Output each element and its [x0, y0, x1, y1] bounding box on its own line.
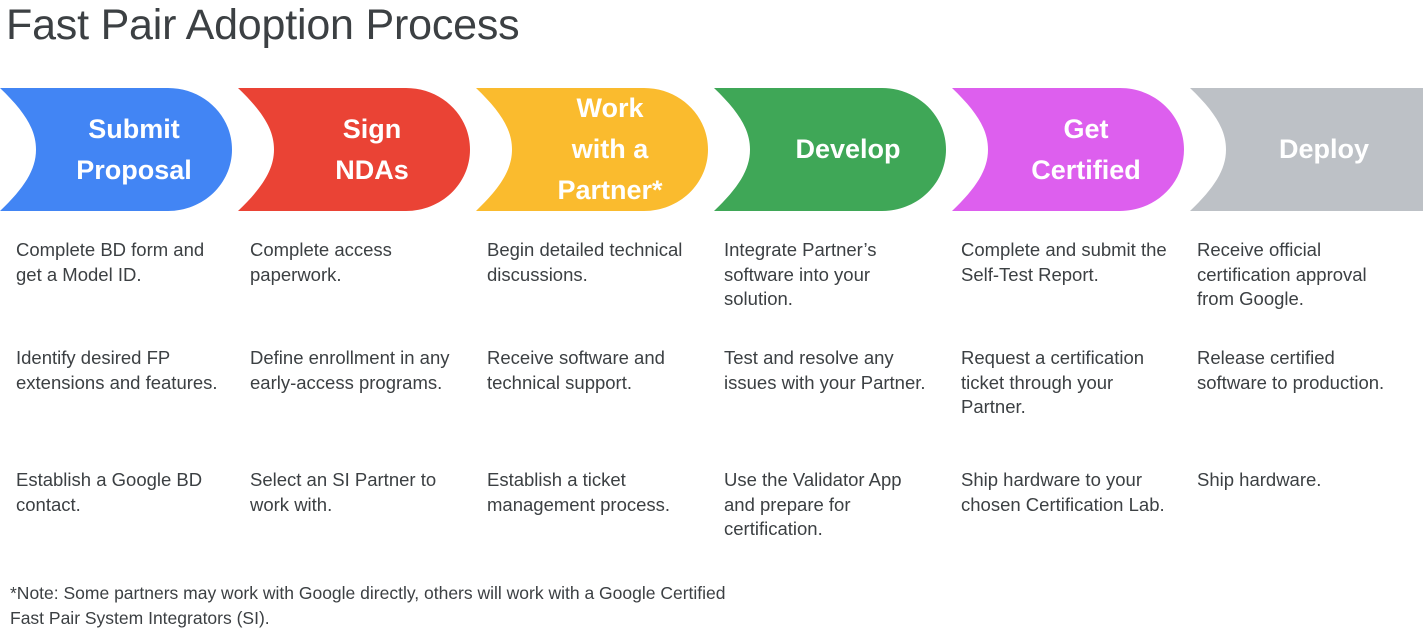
detail-item: Receive software and technical support. [487, 347, 665, 393]
page-title: Fast Pair Adoption Process [6, 1, 520, 49]
detail-item: Complete BD form and get a Model ID. [16, 239, 205, 285]
stage-shape-5 [1190, 88, 1423, 211]
process-banner [0, 88, 1423, 211]
process-detail-columns: Complete BD form and get a Model ID. Ide… [0, 238, 1423, 558]
detail-item: Receive official certification approval … [1197, 239, 1367, 310]
detail-item: Complete access paperwork. [250, 239, 392, 285]
detail-item: Establish a ticket management process. [487, 469, 671, 515]
stage-shape-0 [0, 88, 232, 211]
detail-item: Establish a Google BD contact. [16, 469, 203, 515]
detail-item: Select an SI Partner to work with. [250, 469, 437, 515]
detail-item: Integrate Partner’s software into your s… [724, 239, 877, 310]
detail-item: Identify desired FP extensions and featu… [16, 347, 218, 393]
stage-shape-1 [238, 88, 470, 211]
detail-item: Ship hardware to your chosen Certificati… [961, 469, 1165, 515]
stage-shape-3 [714, 88, 946, 211]
detail-item: Ship hardware. [1197, 469, 1322, 490]
stage-shape-4 [952, 88, 1184, 211]
detail-item: Test and resolve any issues with your Pa… [724, 347, 926, 393]
detail-item: Define enrollment in any early-access pr… [250, 347, 450, 393]
detail-item: Request a certification ticket through y… [961, 347, 1145, 418]
detail-item: Begin detailed technical discussions. [487, 239, 683, 285]
process-banner-shapes [0, 88, 1423, 211]
detail-item: Release certified software to production… [1197, 347, 1385, 393]
detail-item: Complete and submit the Self-Test Report… [961, 239, 1167, 285]
detail-item: Use the Validator App and prepare for ce… [724, 469, 902, 540]
footnote-note: *Note: Some partners may work with Googl… [10, 583, 726, 628]
stage-shape-2 [476, 88, 708, 211]
